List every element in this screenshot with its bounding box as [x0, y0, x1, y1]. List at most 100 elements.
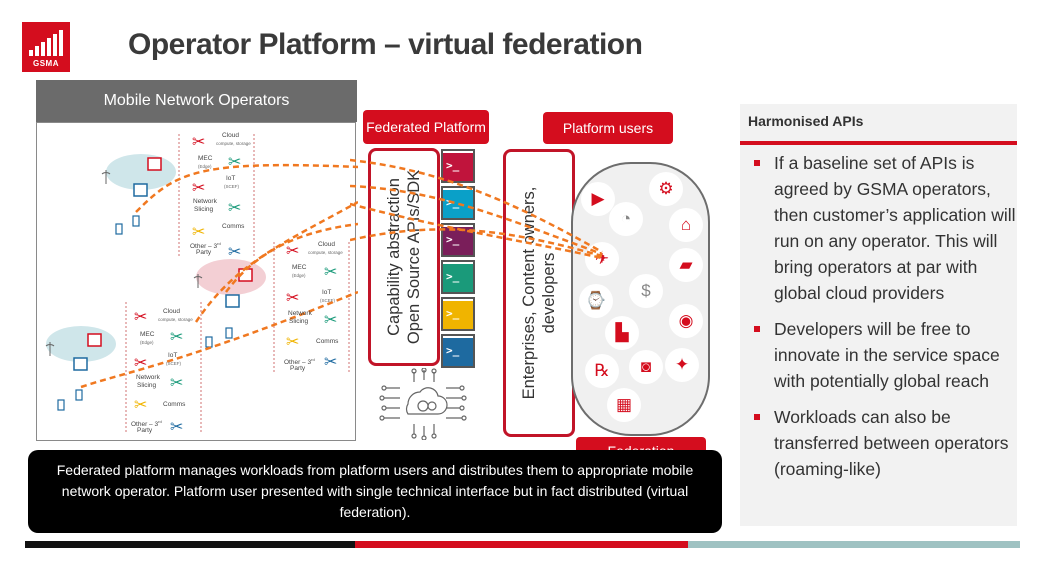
signal-bars-icon: [29, 30, 63, 56]
api-terminal-fill: [443, 301, 473, 329]
mec-sub-label: (Edge): [198, 164, 212, 169]
video-icon: ▶: [581, 182, 615, 216]
vr-headset-icon: ◙: [629, 350, 663, 384]
smartwatch-icon: ⌚: [579, 284, 613, 318]
bullet-item: If a baseline set of APIs is agreed by G…: [748, 150, 1016, 306]
platform-users-pill: ▶ ⚙ ◔ ⌂ ✈ ▰ ⌚ $ ◉ ▙ ℞ ◙ ✦ ▦: [571, 162, 710, 436]
harmonised-bullets: If a baseline set of APIs is agreed by G…: [748, 150, 1016, 492]
wrench-icon: ✂: [324, 352, 337, 371]
page-title: Operator Platform – virtual federation: [128, 28, 643, 61]
harmonised-apis-title: Harmonised APIs: [748, 113, 864, 129]
wrench-icon: ✂: [170, 417, 183, 436]
cloud-sub-label: compute, storage: [158, 317, 193, 322]
slicing-label: Slicing: [289, 318, 309, 325]
comms-label: Comms: [222, 223, 245, 230]
api-terminal-icon: [441, 186, 475, 220]
api-terminal-icon: [441, 260, 475, 294]
api-terminal-fill: [443, 153, 473, 181]
iot-label: IoT: [226, 175, 236, 182]
mec-sub-label: (Edge): [292, 273, 306, 278]
wrench-icon: ✂: [228, 152, 241, 171]
wrench-icon: ✂: [324, 262, 337, 281]
service-tool-icons: ✂ ✂ ✂ ✂ ✂ ✂ ✂ ✂ ✂ ✂ ✂ ✂: [192, 132, 337, 371]
title-underline: [740, 141, 1017, 145]
wrench-icon: ✂: [286, 288, 299, 307]
footer-bar-black: [25, 541, 355, 548]
caption-box: Federated platform manages workloads fro…: [28, 450, 722, 533]
mec-label: MEC: [292, 264, 307, 271]
footer-bar-red: [355, 541, 688, 548]
party-label: Party: [290, 365, 306, 372]
api-terminal-fill: [443, 190, 473, 218]
network-label: Network: [288, 310, 312, 317]
other-label: Other – 3rd: [190, 241, 221, 251]
mno-network-diagram: [45, 134, 358, 432]
prescription-icon: ℞: [585, 354, 619, 388]
wrench-icon: ✂: [170, 373, 183, 392]
api-terminal-fill: [443, 227, 473, 255]
wrench-icon: ✂: [228, 242, 241, 261]
mno-panel: [36, 122, 356, 441]
wrench-icon: ✂: [324, 310, 337, 329]
mec-label: MEC: [198, 155, 213, 162]
iot-sub-label: (SCEF): [320, 298, 335, 303]
logo-text: GSMA: [33, 59, 59, 68]
wrench-icon: ✂: [134, 395, 147, 414]
iot-sub-label: (SCEF): [166, 361, 181, 366]
mno-header: Mobile Network Operators: [36, 80, 357, 122]
comms-label: Comms: [163, 401, 186, 408]
service-tool-icons: ✂ ✂ ✂ ✂ ✂ ✂: [134, 307, 183, 436]
cloud-sub-label: compute, storage: [216, 141, 251, 146]
footer-bar-teal: [688, 541, 1020, 548]
other-label: Other – 3rd: [131, 419, 162, 429]
comms-label: Comms: [316, 338, 339, 345]
caption-text: Federated platform manages workloads fro…: [56, 462, 694, 520]
api-terminal-fill: [443, 338, 473, 366]
mec-label: MEC: [140, 331, 155, 338]
api-terminal-icon: [441, 334, 475, 368]
payment-phone-icon: $: [629, 274, 663, 308]
capability-abstraction-box: Capability abstraction Open Source APIs/…: [368, 148, 440, 366]
bank-icon: ⌂: [669, 208, 703, 242]
other-label: Other – 3rd: [284, 357, 315, 367]
city-icon: ▦: [607, 388, 641, 422]
robot-arm-icon: ⚙: [649, 172, 683, 206]
api-terminal-fill: [443, 264, 473, 292]
airport-icon: ✦: [665, 348, 699, 382]
gsma-logo: GSMA: [22, 22, 70, 72]
wrench-icon: ✂: [192, 178, 205, 197]
wrench-icon: ✂: [134, 307, 147, 326]
wrench-icon: ✂: [286, 241, 299, 260]
slicing-label: Slicing: [194, 206, 214, 213]
workload-arrows: [350, 158, 603, 260]
circuit-cloud-icon: [379, 368, 467, 440]
bullet-item: Developers will be free to innovate in t…: [748, 316, 1016, 394]
party-label: Party: [137, 427, 153, 434]
network-label: Network: [136, 374, 160, 381]
harmonised-apis-panel: Harmonised APIs If a baseline set of API…: [740, 104, 1017, 526]
iot-label: IoT: [322, 289, 332, 296]
cloud-label: Cloud: [163, 308, 180, 315]
party-label: Party: [196, 249, 212, 256]
gauge-icon: ◔: [609, 202, 643, 236]
cloud-label: Cloud: [222, 132, 239, 139]
slicing-label: Slicing: [137, 382, 157, 389]
wrench-icon: ✂: [192, 132, 205, 151]
wrench-icon: ✂: [228, 198, 241, 217]
mec-sub-label: (Edge): [140, 340, 154, 345]
wrench-icon: ✂: [170, 327, 183, 346]
iot-label: IoT: [168, 352, 178, 359]
network-label: Network: [193, 198, 217, 205]
factory-icon: ▙: [605, 316, 639, 350]
cloud-label: Cloud: [318, 241, 335, 248]
wrench-icon: ✂: [192, 222, 205, 241]
cloud-sub-label: compute, storage: [308, 250, 343, 255]
api-terminal-icon: [441, 149, 475, 183]
autonomous-car-icon: ◉: [669, 304, 703, 338]
platform-users-label: Platform users: [543, 112, 673, 144]
delivery-truck-icon: ▰: [669, 248, 703, 282]
bullet-item: Workloads can also be transferred betwee…: [748, 404, 1016, 482]
federated-platform-label: Federated Platform: [363, 110, 489, 144]
api-terminal-icon: [441, 297, 475, 331]
iot-sub-label: (SCEF): [224, 184, 239, 189]
